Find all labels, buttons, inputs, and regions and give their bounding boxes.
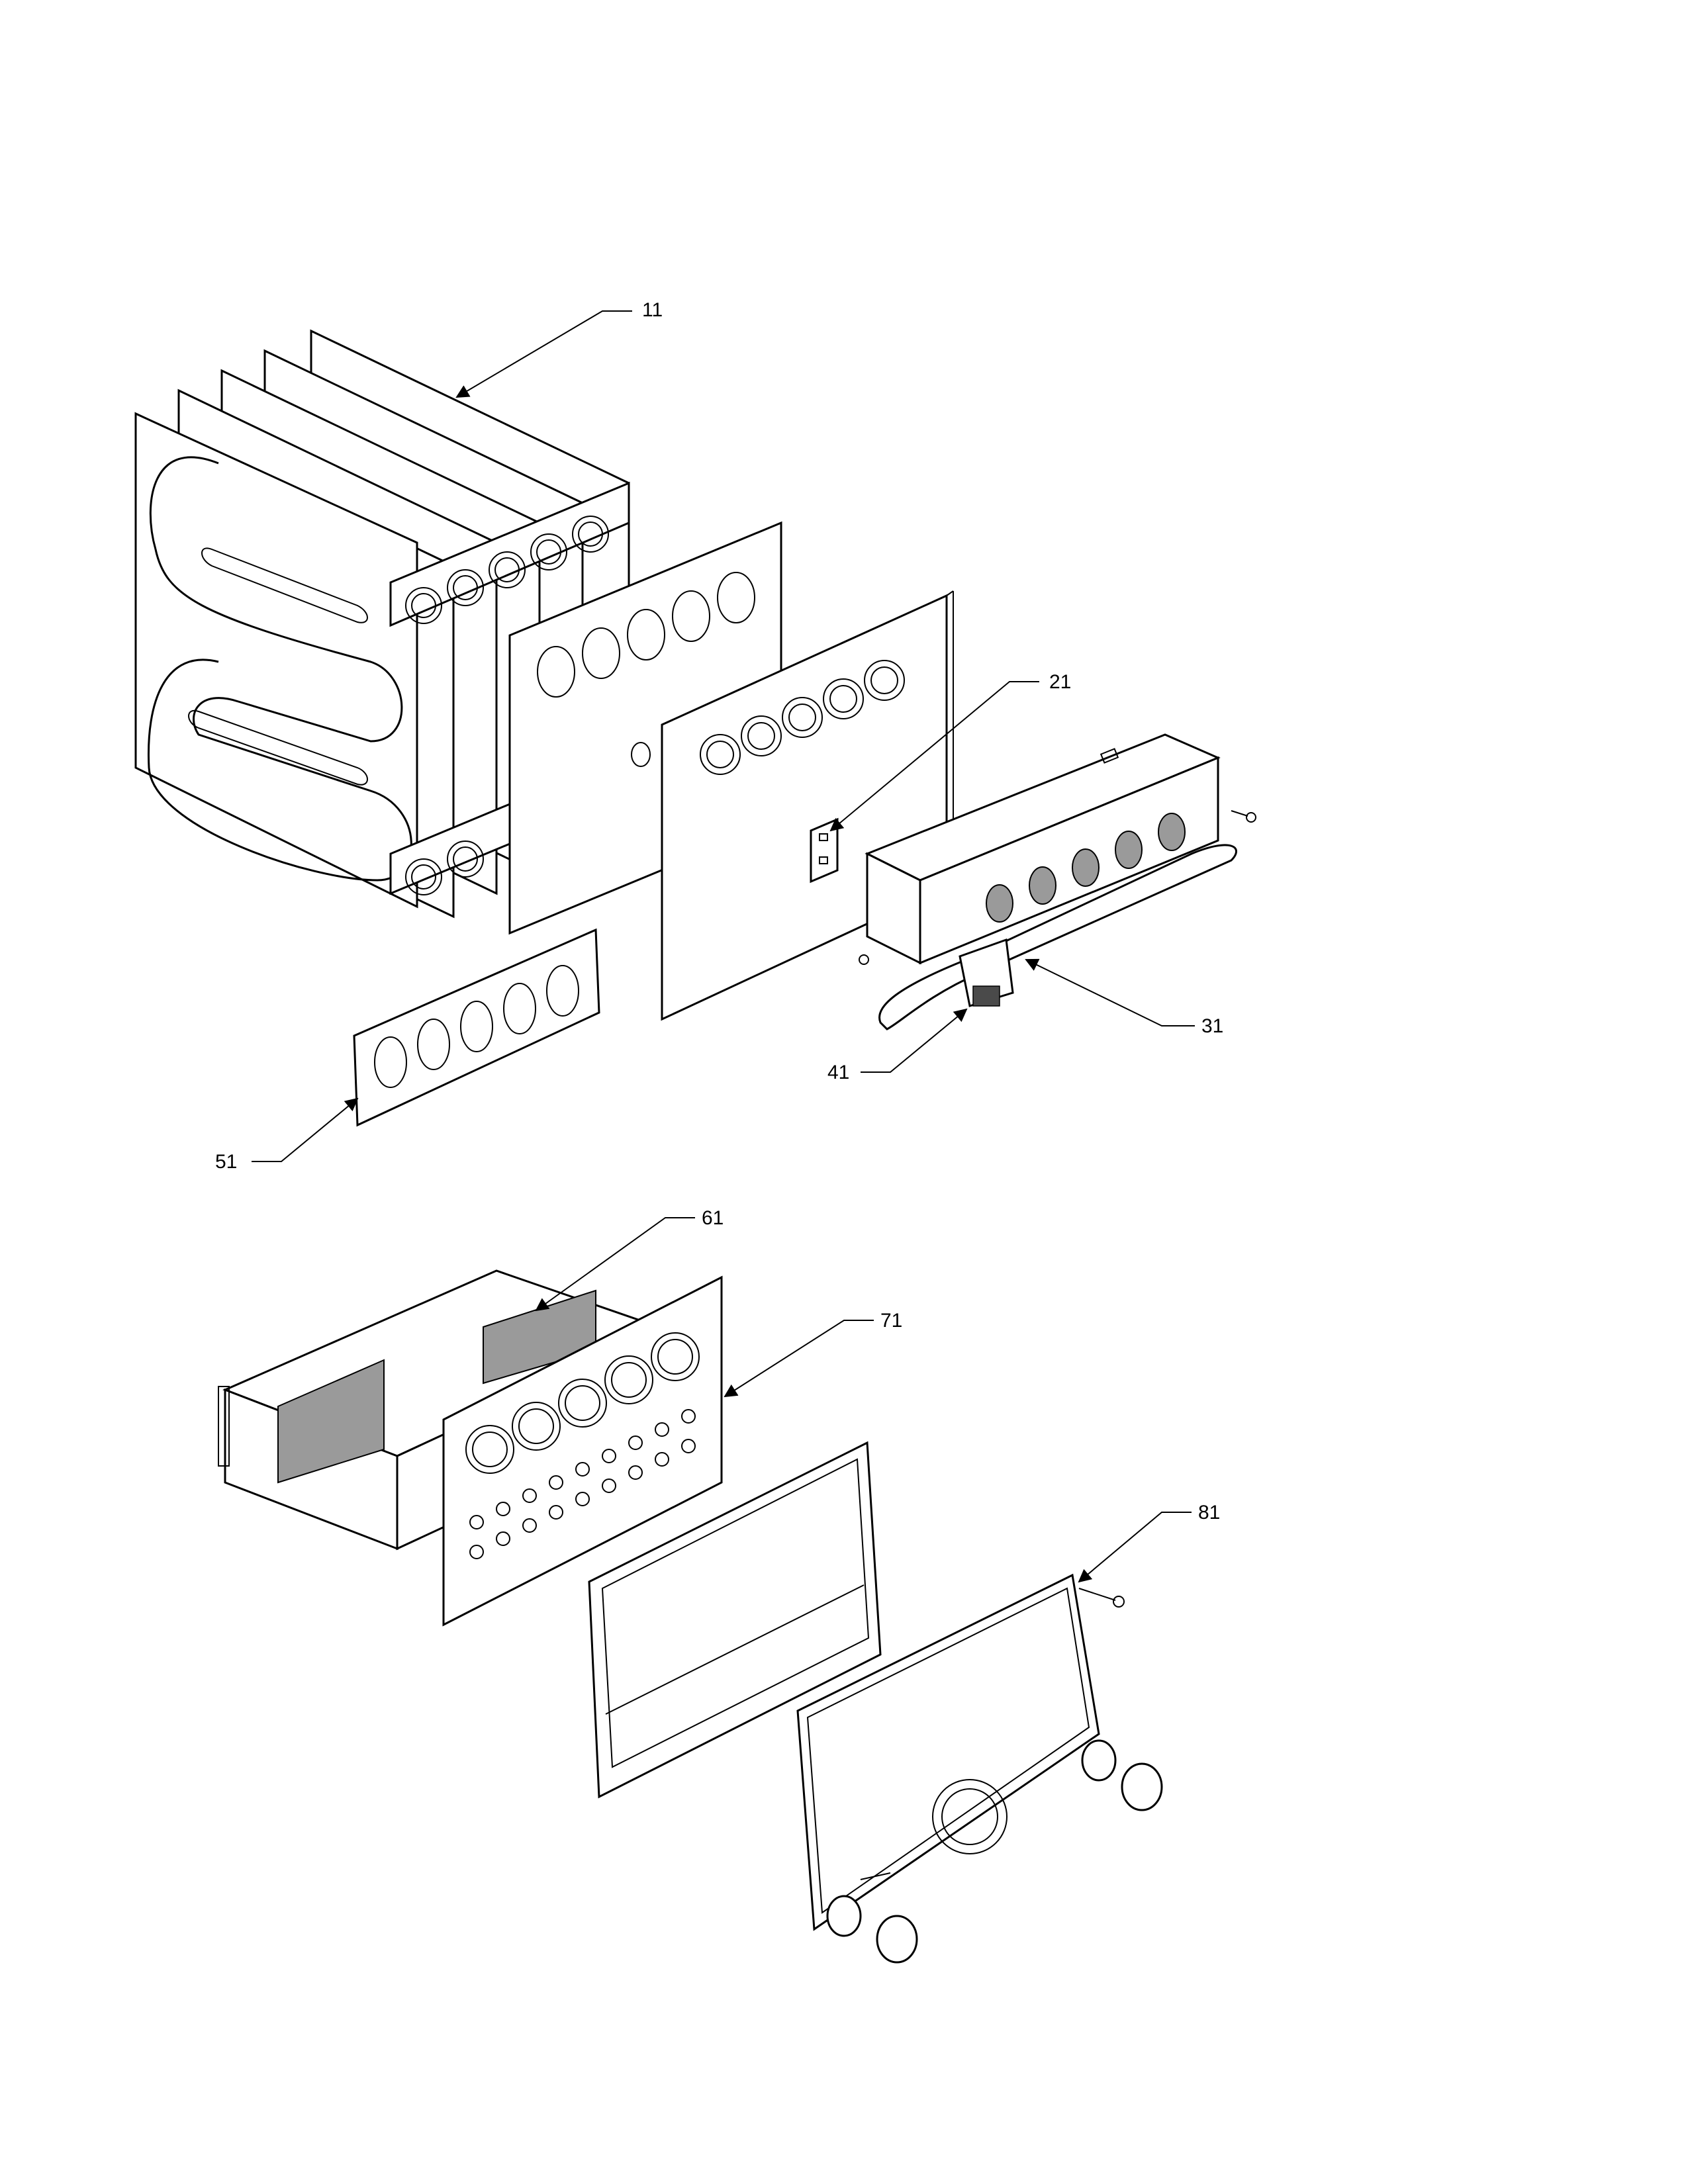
part-41-gas-valve	[859, 938, 1014, 1007]
callout-labels: 11 21 31 41 51 61 71 81	[215, 299, 1223, 1524]
callout-11: 11	[642, 299, 663, 321]
part-51-gasket	[353, 928, 600, 1127]
fitting-nozzles	[469, 1409, 696, 1559]
leader-lines	[252, 310, 1195, 1583]
burner-tubes	[986, 813, 1186, 923]
callout-41: 41	[827, 1062, 849, 1083]
part-31-burner-assembly	[865, 733, 1256, 1030]
fin-shading	[277, 1289, 596, 1484]
callout-31: 31	[1201, 1015, 1223, 1037]
callout-71: 71	[880, 1310, 902, 1332]
callout-51: 51	[215, 1151, 237, 1173]
top-header-ports	[389, 481, 630, 627]
part-71-manifold-plate	[442, 1275, 723, 1627]
part-21-bracket	[810, 817, 839, 884]
part-11-heat-exchanger	[134, 329, 630, 919]
s-channel	[147, 456, 412, 882]
cover-caps	[826, 1739, 1163, 1964]
callout-21: 21	[1049, 671, 1071, 693]
bottom-header-ports	[389, 802, 511, 895]
callout-81: 81	[1198, 1502, 1220, 1524]
callout-61: 61	[702, 1207, 724, 1229]
part-81-front-cover	[796, 1573, 1163, 1964]
frame-gasket	[588, 1441, 882, 1799]
